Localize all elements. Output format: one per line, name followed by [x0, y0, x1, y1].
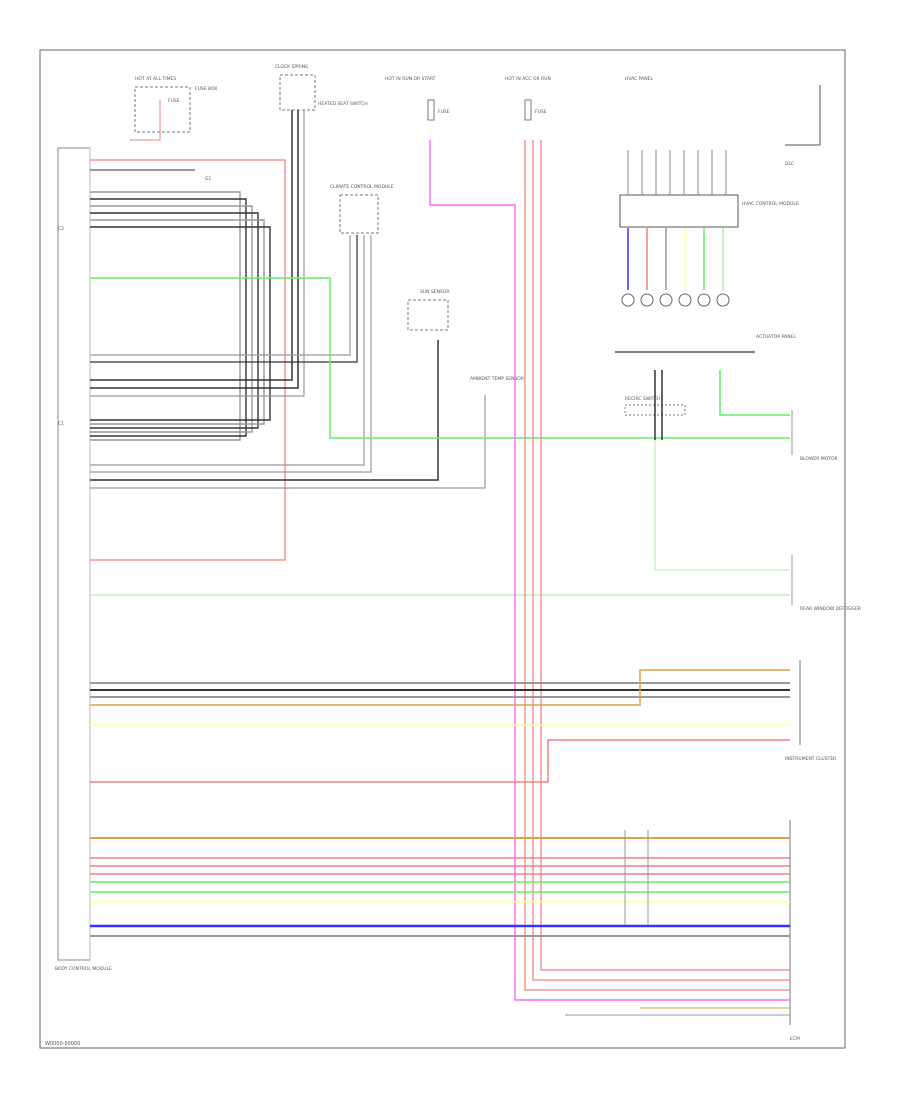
- clock-spring-box: [279, 74, 316, 111]
- wire-pink: [429, 140, 790, 1001]
- wire-red-r1: [524, 140, 790, 991]
- wire-cc-1: [90, 235, 351, 356]
- wire-red-ic: [90, 739, 790, 783]
- wire-red-r2: [532, 140, 790, 981]
- dlc-label: DLC: [785, 161, 794, 167]
- fuse-right: [524, 99, 532, 121]
- footer-code: W0000-00000: [45, 1041, 80, 1047]
- hvac-panel: [619, 194, 739, 228]
- wire-cc-2: [90, 235, 358, 363]
- hvac-pin-terminal: [659, 293, 673, 307]
- heated-seat-switch-label: HEATED SEAT SWITCH: [318, 101, 368, 107]
- ground-label: G1: [205, 176, 211, 182]
- fuse-right-label: FUSE: [535, 109, 547, 115]
- recirc-switch-label: RECIRC SWITCH: [625, 396, 661, 402]
- hvac-panel-label: HVAC PANEL: [625, 76, 653, 82]
- wire-bundle: [90, 198, 247, 437]
- wire-green-actuator: [719, 370, 790, 416]
- sun-sensor-label: SUN SENSOR: [420, 289, 450, 295]
- actuator-panel-label: ACTUATOR PANEL: [756, 334, 796, 340]
- climate-control-box: [339, 194, 379, 234]
- left-module-body: [57, 147, 91, 961]
- bottom-right-module-label: ECM: [790, 1036, 800, 1042]
- wire-ambient: [90, 395, 486, 489]
- wire-red-fuse: [130, 100, 161, 141]
- instrument-cluster-label: INSTRUMENT CLUSTER: [785, 756, 836, 762]
- hvac-pin-terminal: [621, 293, 635, 307]
- wire-cc-4: [90, 235, 372, 473]
- blower-motor-label: BLOWER MOTOR: [800, 456, 838, 462]
- hvac-pin-terminal: [716, 293, 730, 307]
- fuse-box-left: [134, 86, 191, 133]
- hot-acc-run-label: HOT IN ACC OR RUN: [505, 76, 551, 82]
- wire-bundle: [90, 205, 253, 433]
- climate-control-label: CLIMATE CONTROL MODULE: [330, 184, 394, 190]
- hvac-control-label: HVAC CONTROL MODULE: [742, 201, 799, 207]
- diagram-frame: [39, 49, 846, 1049]
- fuse-box-left-label: HOT AT ALL TIMES: [135, 76, 176, 82]
- clock-spring-label: CLOCK SPRING: [275, 64, 309, 70]
- wire-clock-2: [90, 110, 299, 389]
- body-control-module-label: BODY CONTROL MODULE: [55, 966, 112, 972]
- rear-defog-label: REAR WINDOW DEFOGGER: [800, 606, 861, 612]
- wire-clock-1: [90, 110, 293, 381]
- left-connector-label: C2: [58, 226, 64, 232]
- wire-red-r3: [540, 140, 790, 971]
- fuse-box-left-caption: FUSE BOX: [195, 86, 217, 92]
- wire-lightgreen: [654, 440, 790, 571]
- fuse-left-label: FUSE: [168, 98, 180, 104]
- hot-run-start-label: HOT IN RUN OR START: [385, 76, 436, 82]
- wire-sun: [90, 340, 439, 481]
- hvac-pin-terminal: [697, 293, 711, 307]
- hvac-pin-terminal: [678, 293, 692, 307]
- sun-sensor-box: [407, 299, 449, 331]
- wire-cc-3: [90, 235, 365, 466]
- hvac-pin-terminal: [640, 293, 654, 307]
- wire-bundle: [90, 219, 265, 425]
- pin-group: [621, 150, 730, 307]
- ambient-temp-label: AMBIENT TEMP SENSOR: [470, 376, 524, 382]
- wire-red-feed: [90, 159, 286, 561]
- fuse-mid-label: FUSE: [438, 109, 450, 115]
- wire-clock-3: [90, 110, 305, 397]
- wire-group: [90, 100, 790, 1016]
- fuse-mid: [427, 99, 435, 121]
- wire-green-main: [90, 277, 790, 439]
- wire-orange-ic: [90, 669, 790, 706]
- wire-bundle: [90, 226, 271, 421]
- right-connector-label: C1: [58, 421, 64, 427]
- wire-bundle: [90, 212, 259, 429]
- wire-bundle: [90, 191, 241, 441]
